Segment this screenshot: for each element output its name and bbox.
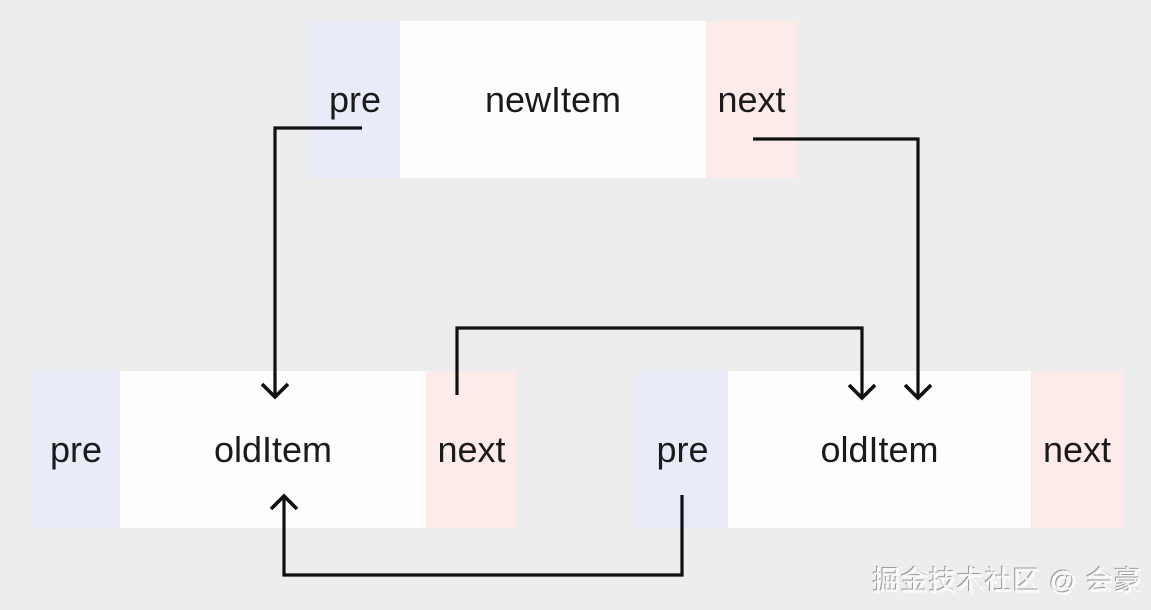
olditem-right-pre-cell: pre (637, 371, 728, 528)
olditem-left-next-label: next (437, 428, 506, 470)
olditem-right-next-cell: next (1031, 371, 1123, 528)
newitem-pre-cell: pre (310, 21, 400, 178)
newitem-next-label: next (717, 78, 786, 120)
newitem-next-cell: next (706, 21, 797, 178)
node-newitem: pre newItem next (310, 21, 797, 178)
newitem-label: newItem (484, 78, 622, 120)
node-olditem-left: pre oldItem next (32, 371, 517, 528)
olditem-left-label: oldItem (213, 428, 333, 470)
node-olditem-right: pre oldItem next (637, 371, 1123, 528)
watermark: 掘金技术社区 @ 会豪 (872, 566, 1142, 596)
olditem-right-pre-label: pre (656, 428, 709, 470)
newitem-body-cell: newItem (400, 21, 706, 178)
olditem-right-body-cell: oldItem (728, 371, 1031, 528)
olditem-left-pre-cell: pre (32, 371, 120, 528)
olditem-left-body-cell: oldItem (120, 371, 426, 528)
newitem-pre-label: pre (328, 78, 382, 120)
olditem-right-label: oldItem (820, 428, 939, 470)
olditem-right-next-label: next (1042, 428, 1112, 470)
olditem-left-pre-label: pre (49, 428, 103, 470)
olditem-left-next-cell: next (426, 371, 517, 528)
